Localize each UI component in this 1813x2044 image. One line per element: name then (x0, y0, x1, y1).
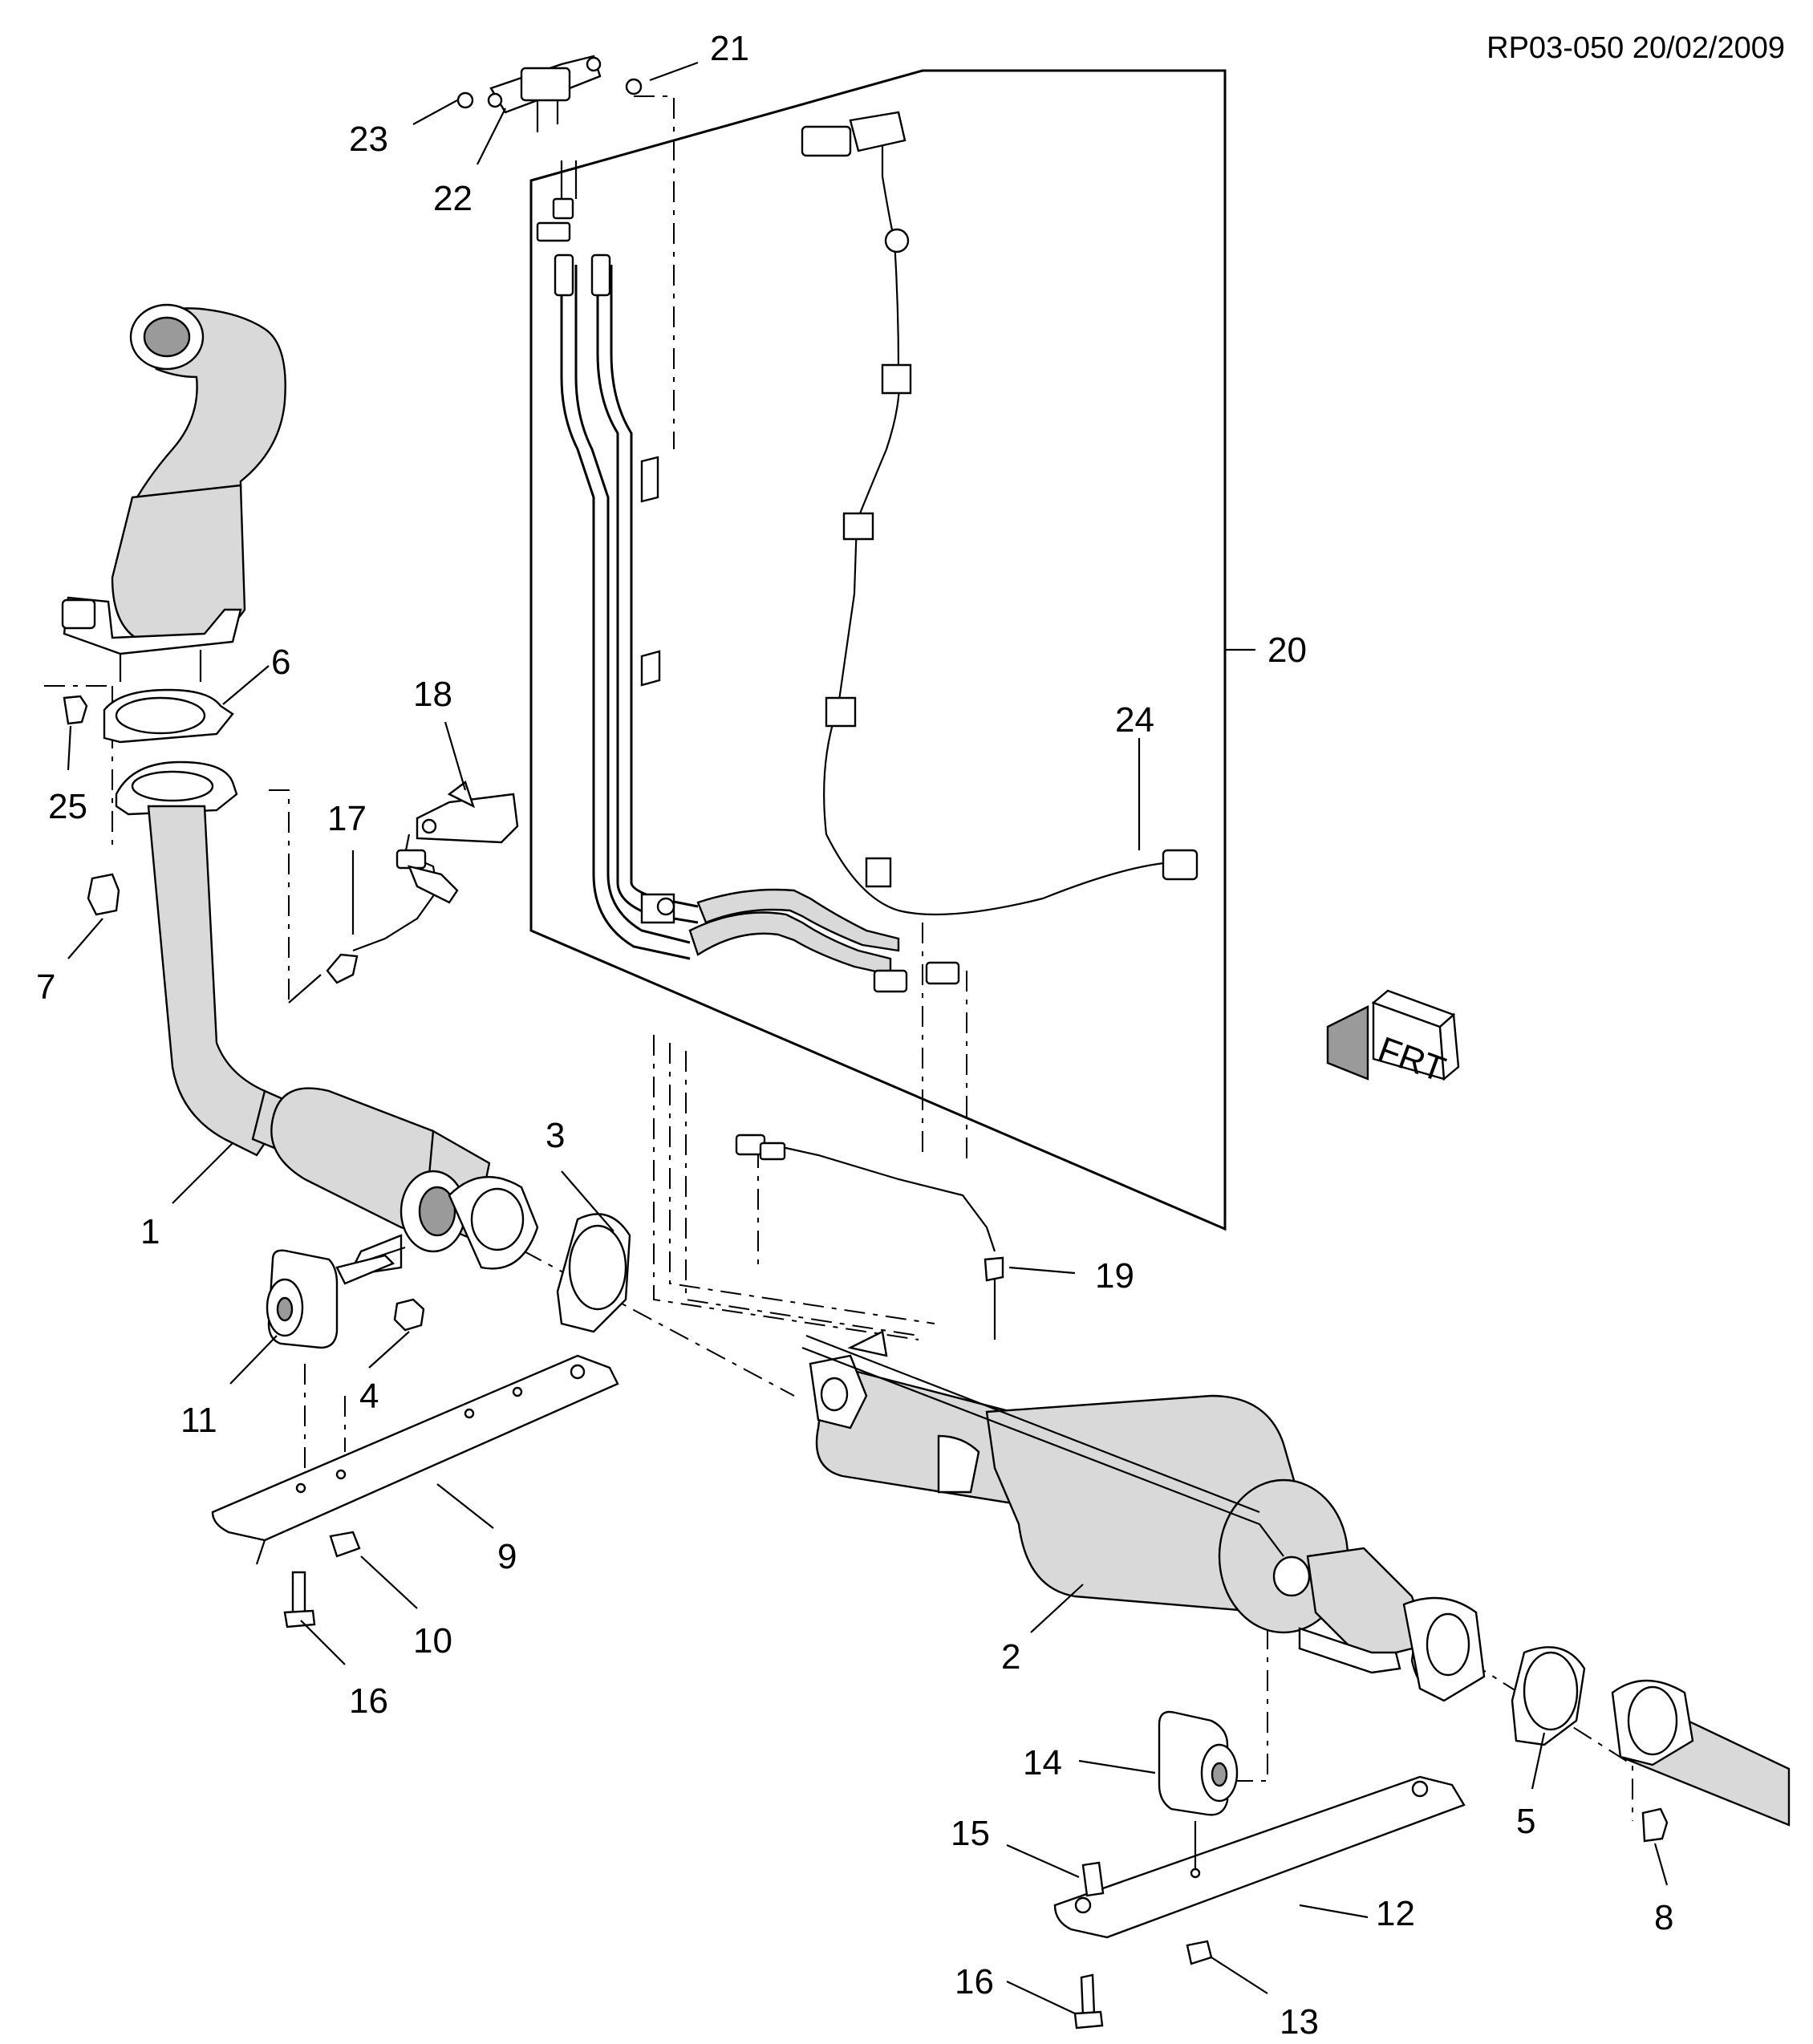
callout-5: 5 (1516, 1802, 1535, 1841)
rear-exhaust-pipe (1611, 1679, 1791, 1843)
bolt-16-rear (1080, 1973, 1096, 2018)
callout-2: 2 (1001, 1637, 1020, 1677)
nut-10 (329, 1531, 361, 1558)
callout-14: 14 (1023, 1743, 1062, 1782)
callout-3: 3 (546, 1116, 565, 1155)
nut-8 (1641, 1807, 1669, 1843)
callout-25: 25 (48, 787, 87, 826)
callout-4: 4 (359, 1377, 379, 1416)
callout-23: 23 (349, 120, 388, 159)
differential-pressure-sensor (456, 55, 643, 132)
bolt-16-front (291, 1571, 306, 1614)
temperature-sensor-19 (735, 1134, 1004, 1340)
washer-21 (625, 78, 643, 95)
callout-18: 18 (413, 675, 452, 714)
nut-4 (393, 1298, 425, 1332)
assembly-lines (44, 95, 1633, 1821)
callout-10: 10 (413, 1621, 452, 1661)
callout-7: 7 (36, 967, 55, 1007)
gasket-6 (103, 688, 234, 744)
callout-15: 15 (951, 1814, 990, 1853)
gasket-5 (1511, 1646, 1586, 1746)
callout-9: 9 (497, 1537, 517, 1576)
nut-13 (1186, 1940, 1213, 1965)
washer-23 (456, 91, 474, 109)
leader-lines (67, 61, 1669, 2014)
callout-6: 6 (271, 643, 290, 682)
nut-7 (87, 873, 120, 916)
bracket-12 (1053, 1775, 1466, 2030)
callout-20: 20 (1267, 631, 1307, 670)
oxygen-sensor-17 (288, 833, 459, 1004)
callout-24: 24 (1115, 700, 1154, 740)
callout-19: 19 (1095, 1256, 1134, 1296)
callout-1: 1 (140, 1212, 160, 1251)
catalytic-converter (61, 303, 286, 682)
callout-16-rear: 16 (955, 1962, 994, 2001)
stud-15 (1081, 1861, 1105, 1897)
drawing-reference: RP03-050 20/02/2009 (1486, 31, 1785, 65)
sensor-bracket-18 (416, 781, 519, 844)
callout-17: 17 (327, 799, 367, 838)
front-arrow-icon: FRT (1326, 989, 1460, 1089)
temperature-sensor-harness (801, 111, 1199, 916)
bracket-9 (211, 1354, 619, 1565)
rubber-hanger-11 (266, 1249, 395, 1349)
rubber-hanger-14 (1158, 1710, 1239, 1816)
callout-16-front: 16 (349, 1681, 388, 1721)
callout-8: 8 (1654, 1898, 1673, 1937)
callout-labels: 1 2 3 4 5 6 7 8 9 10 11 12 13 14 15 16 1… (36, 29, 1673, 2042)
callout-12: 12 (1376, 1894, 1415, 1933)
pressure-sensor-hoses (536, 160, 960, 993)
bolt-25 (63, 695, 88, 725)
callout-21: 21 (710, 29, 749, 68)
callout-22: 22 (433, 179, 473, 218)
front-pipe-flange (115, 760, 238, 816)
callout-13: 13 (1280, 2002, 1319, 2042)
diesel-particulate-filter (801, 1330, 1486, 1702)
front-exhaust-pipe (147, 805, 539, 1277)
harness-inset-frame (529, 69, 1255, 1231)
callout-11: 11 (180, 1401, 217, 1440)
fasteners-front (63, 695, 361, 1628)
gasket-3 (556, 1213, 631, 1333)
